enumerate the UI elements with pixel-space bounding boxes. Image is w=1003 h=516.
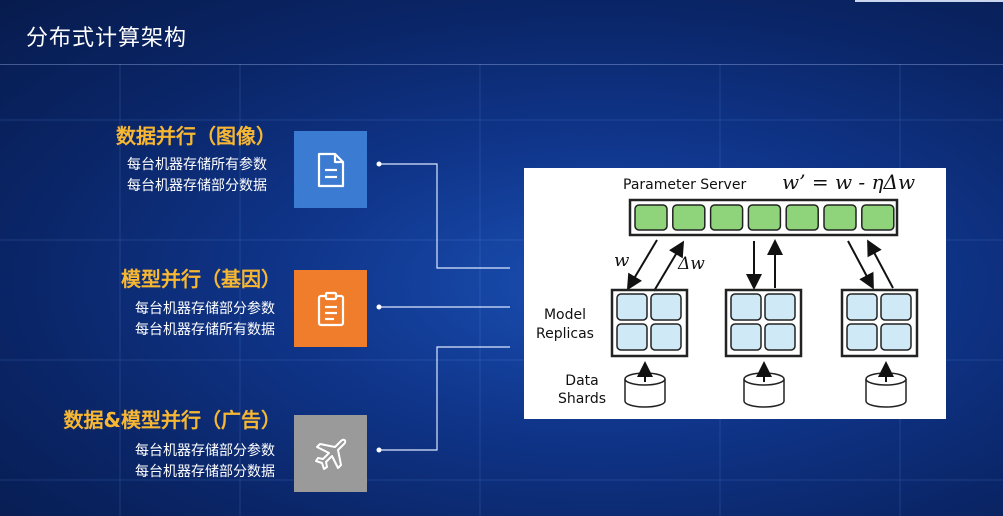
section-desc-hybrid-parallel: 每台机器存储部分参数 每台机器存储部分数据 (135, 441, 275, 483)
model-replicas-line: Model (543, 307, 586, 323)
section-desc-model-parallel: 每台机器存储部分参数 每台机器存储所有数据 (135, 299, 275, 341)
model-replica (840, 288, 919, 358)
delta-w-label: Δw (678, 254, 705, 274)
parameter-cell (785, 204, 819, 231)
airplane-icon (314, 438, 346, 470)
replica-cell (764, 323, 796, 351)
parameter-cell (823, 204, 857, 231)
replica-cell (650, 293, 682, 321)
model-replica (724, 288, 803, 358)
data-shard (743, 361, 785, 408)
section-heading-hybrid-parallel: 数据&模型并行（广告） (63, 408, 281, 432)
replica-cell (846, 293, 878, 321)
replica-cell (846, 323, 878, 351)
replica-cell (650, 323, 682, 351)
data-shard (865, 361, 907, 408)
replica-cell (764, 293, 796, 321)
diagram-graphics (610, 198, 919, 408)
tile-model-parallel (294, 270, 367, 347)
desc-line: 每台机器存储部分参数 (135, 443, 275, 459)
data-shards-label: Data Shards (558, 372, 606, 408)
parameter-cell (747, 204, 782, 231)
replica-cell (616, 293, 648, 321)
parameter-cell (709, 204, 744, 231)
parameter-cell (634, 204, 668, 231)
parameter-cell (861, 204, 895, 231)
data-shards-line: Shards (558, 391, 607, 407)
replica-cell (730, 323, 762, 351)
desc-line: 每台机器存储所有参数 (127, 157, 267, 173)
update-formula: w’ = w - ηΔw (782, 170, 916, 194)
parameter-server-label: Parameter Server (623, 177, 747, 193)
title-divider (0, 64, 1003, 65)
tile-hybrid-parallel (294, 415, 367, 492)
model-replicas-label: Model Replicas (536, 306, 594, 344)
desc-line: 每台机器存储部分数据 (135, 464, 275, 480)
page-title: 分布式计算架构 (26, 26, 188, 51)
top-accent-line (855, 0, 1003, 2)
section-heading-model-parallel: 模型并行（基因） (121, 267, 281, 291)
data-shards-line: Data (565, 373, 599, 389)
data-shard (624, 361, 666, 408)
w-label: w (614, 250, 630, 271)
replica-cell (880, 293, 912, 321)
desc-line: 每台机器存储部分参数 (135, 301, 275, 317)
replica-cell (616, 323, 648, 351)
model-replicas-line: Replicas (536, 326, 594, 342)
clipboard-icon (317, 291, 344, 326)
model-replica (610, 288, 689, 358)
tile-data-parallel (294, 131, 367, 208)
document-icon (317, 152, 344, 187)
desc-line: 每台机器存储所有数据 (135, 322, 275, 338)
parameter-cell (672, 204, 706, 231)
desc-line: 每台机器存储部分数据 (127, 178, 267, 194)
parameter-server-diagram: Parameter Server w’ = w - ηΔw w Δw Model… (524, 168, 946, 419)
replica-cell (730, 293, 762, 321)
section-heading-data-parallel: 数据并行（图像） (116, 124, 276, 148)
replica-cell (880, 323, 912, 351)
section-desc-data-parallel: 每台机器存储所有参数 每台机器存储部分数据 (127, 155, 267, 197)
